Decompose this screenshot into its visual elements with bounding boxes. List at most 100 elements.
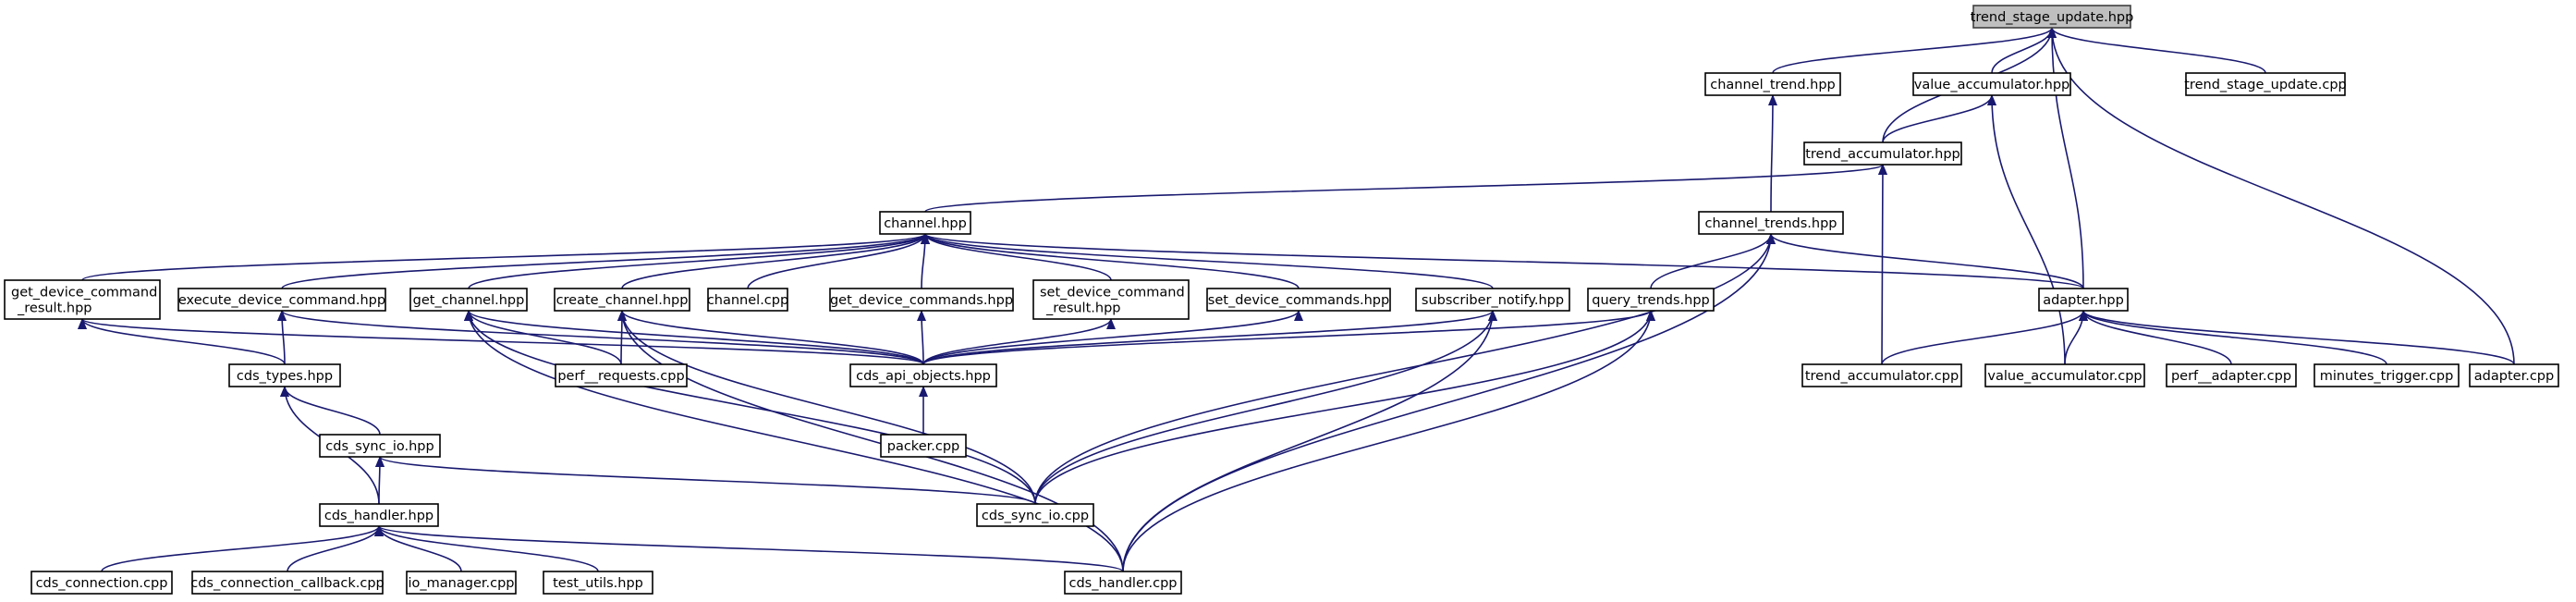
edge-channel_hpp-to-trend_accumulator_hpp	[924, 164, 1887, 213]
node-label: cds_handler.cpp	[1068, 576, 1177, 591]
root-node-box[interactable]	[1972, 5, 2131, 29]
node-value_accumulator_cpp[interactable]: value_accumulator.cpp	[1984, 363, 2145, 387]
node-box[interactable]	[319, 503, 439, 527]
node-channel_trends_hpp[interactable]: channel_trends.hpp	[1698, 211, 1844, 235]
node-channel_hpp[interactable]: channel.hpp	[879, 211, 971, 235]
edge-channel_trends_hpp-to-channel_trend_hpp	[1767, 94, 1777, 213]
edge-trend_accumulator_hpp-to-value_accumulator_hpp	[1882, 94, 1996, 143]
node-box[interactable]	[1698, 211, 1844, 235]
edge-cds_sync_io_cpp-to-channel_trends_hpp	[1034, 233, 1776, 505]
node-minutes_trigger_cpp[interactable]: minutes_trigger.cpp	[2314, 363, 2460, 387]
node-perf_adapter_cpp[interactable]: perf__adapter.cpp	[2166, 363, 2297, 387]
node-get_channel_hpp[interactable]: get_channel.hpp	[409, 288, 528, 312]
node-label: perf__requests.cpp	[557, 369, 684, 384]
node-box[interactable]	[228, 363, 341, 387]
node-set_device_command_result_hpp[interactable]: set_device_command_result.hpp	[1032, 279, 1190, 320]
node-box[interactable]	[1064, 571, 1182, 595]
node-box[interactable]	[1704, 72, 1841, 96]
edge-subscriber_notify_hpp-to-channel_hpp	[921, 233, 1494, 289]
node-box[interactable]	[849, 363, 997, 387]
node-box[interactable]	[1206, 288, 1391, 312]
node-box[interactable]	[4, 279, 161, 320]
edge-value_accumulator_hpp-to-trend_stage_update_hpp	[1991, 27, 2057, 74]
node-box[interactable]	[2185, 72, 2346, 96]
node-label: subscriber_notify.hpp	[1422, 293, 1564, 308]
node-box[interactable]	[543, 571, 653, 595]
node-cds_connection_cpp[interactable]: cds_connection.cpp	[31, 571, 173, 595]
node-label: cds_handler.hpp	[324, 509, 433, 523]
node-cds_types_hpp[interactable]: cds_types.hpp	[228, 363, 341, 387]
node-box[interactable]	[829, 288, 1014, 312]
node-value_accumulator_hpp[interactable]: value_accumulator.hpp	[1912, 72, 2071, 96]
node-label: set_device_command	[1040, 286, 1185, 301]
edge-cds_types_hpp-to-get_device_command_result_hpp	[78, 318, 286, 365]
node-set_device_commands_hpp[interactable]: set_device_commands.hpp	[1206, 288, 1391, 312]
node-box[interactable]	[31, 571, 173, 595]
edge-cds_api_objects_hpp-to-set_device_command_result_hpp	[922, 318, 1116, 365]
edge-cds_api_objects_hpp-to-create_channel_hpp	[617, 310, 924, 365]
node-label: value_accumulator.cpp	[1987, 369, 2142, 384]
edge-cds_api_objects_hpp-to-execute_device_command_hpp	[277, 310, 924, 365]
node-cds_api_objects_hpp[interactable]: cds_api_objects.hpp	[849, 363, 997, 387]
node-box[interactable]	[2469, 363, 2559, 387]
node-perf_requests_cpp[interactable]: perf__requests.cpp	[555, 363, 688, 387]
node-channel_cpp[interactable]: channel.cpp	[707, 288, 788, 312]
edge-io_manager_cpp-to-cds_handler_hpp	[374, 525, 462, 572]
edge-cds_api_objects_hpp-to-get_channel_hpp	[464, 310, 924, 365]
node-box[interactable]	[880, 434, 967, 458]
node-label: get_device_commands.hpp	[830, 293, 1013, 308]
node-box[interactable]	[1803, 141, 1962, 166]
node-box[interactable]	[1415, 288, 1570, 312]
node-box[interactable]	[554, 288, 690, 312]
node-box[interactable]	[409, 288, 528, 312]
node-adapter_hpp[interactable]: adapter.hpp	[2038, 288, 2129, 312]
edge-cds_api_objects_hpp-to-set_device_commands_hpp	[922, 310, 1303, 365]
edge-cds_handler_cpp-to-channel_trends_hpp	[1122, 233, 1776, 572]
node-box[interactable]	[177, 288, 386, 312]
node-box[interactable]	[2038, 288, 2129, 312]
node-get_device_command_result_hpp[interactable]: get_device_command_result.hpp	[4, 279, 161, 320]
node-box[interactable]	[1587, 288, 1715, 312]
edge-adapter_hpp-to-trend_stage_update_hpp	[2047, 27, 2084, 289]
node-trend_accumulator_hpp[interactable]: trend_accumulator.hpp	[1803, 141, 1962, 166]
node-cds_handler_cpp[interactable]: cds_handler.cpp	[1064, 571, 1182, 595]
node-create_channel_hpp[interactable]: create_channel.hpp	[554, 288, 690, 312]
node-box[interactable]	[879, 211, 971, 235]
node-box[interactable]	[1032, 279, 1190, 320]
node-box[interactable]	[707, 288, 788, 312]
node-test_utils_hpp[interactable]: test_utils.hpp	[543, 571, 653, 595]
node-box[interactable]	[976, 503, 1094, 527]
node-query_trends_hpp[interactable]: query_trends.hpp	[1587, 288, 1715, 312]
node-get_device_commands_hpp[interactable]: get_device_commands.hpp	[829, 288, 1014, 312]
node-box[interactable]	[1912, 72, 2071, 96]
edge-channel_trend_hpp-to-trend_stage_update_hpp	[1772, 27, 2057, 74]
node-channel_trend_hpp[interactable]: channel_trend.hpp	[1704, 72, 1841, 96]
node-packer_cpp[interactable]: packer.cpp	[880, 434, 967, 458]
node-trend_accumulator_cpp[interactable]: trend_accumulator.cpp	[1801, 363, 1962, 387]
node-box[interactable]	[2314, 363, 2460, 387]
node-subscriber_notify_hpp[interactable]: subscriber_notify.hpp	[1415, 288, 1570, 312]
node-box[interactable]	[1984, 363, 2145, 387]
edge-cds_sync_io_cpp-to-get_channel_hpp	[464, 310, 1036, 505]
edge-query_trends_hpp-to-channel_trends_hpp	[1650, 233, 1776, 289]
node-box[interactable]	[406, 571, 517, 595]
node-label: cds_api_objects.hpp	[856, 369, 991, 384]
node-trend_stage_update_hpp[interactable]: trend_stage_update.hpp	[1971, 5, 2134, 29]
node-execute_device_command_hpp[interactable]: execute_device_command.hpp	[177, 288, 386, 312]
node-trend_stage_update_cpp[interactable]: trend_stage_update.cpp	[2184, 72, 2347, 96]
node-label: cds_connection_callback.cpp	[190, 576, 385, 591]
node-cds_sync_io_hpp[interactable]: cds_sync_io.hpp	[319, 434, 441, 458]
node-box[interactable]	[319, 434, 441, 458]
node-cds_handler_hpp[interactable]: cds_handler.hpp	[319, 503, 439, 527]
edge-adapter_cpp-to-trend_stage_update_hpp	[2047, 27, 2515, 365]
node-box[interactable]	[555, 363, 688, 387]
node-cds_sync_io_cpp[interactable]: cds_sync_io.cpp	[976, 503, 1094, 527]
node-cds_connection_callback_cpp[interactable]: cds_connection_callback.cpp	[190, 571, 385, 595]
node-adapter_cpp[interactable]: adapter.cpp	[2469, 363, 2559, 387]
node-io_manager_cpp[interactable]: io_manager.cpp	[406, 571, 517, 595]
node-label: execute_device_command.hpp	[178, 293, 385, 308]
node-box[interactable]	[191, 571, 384, 595]
node-box[interactable]	[2166, 363, 2297, 387]
node-box[interactable]	[1801, 363, 1962, 387]
